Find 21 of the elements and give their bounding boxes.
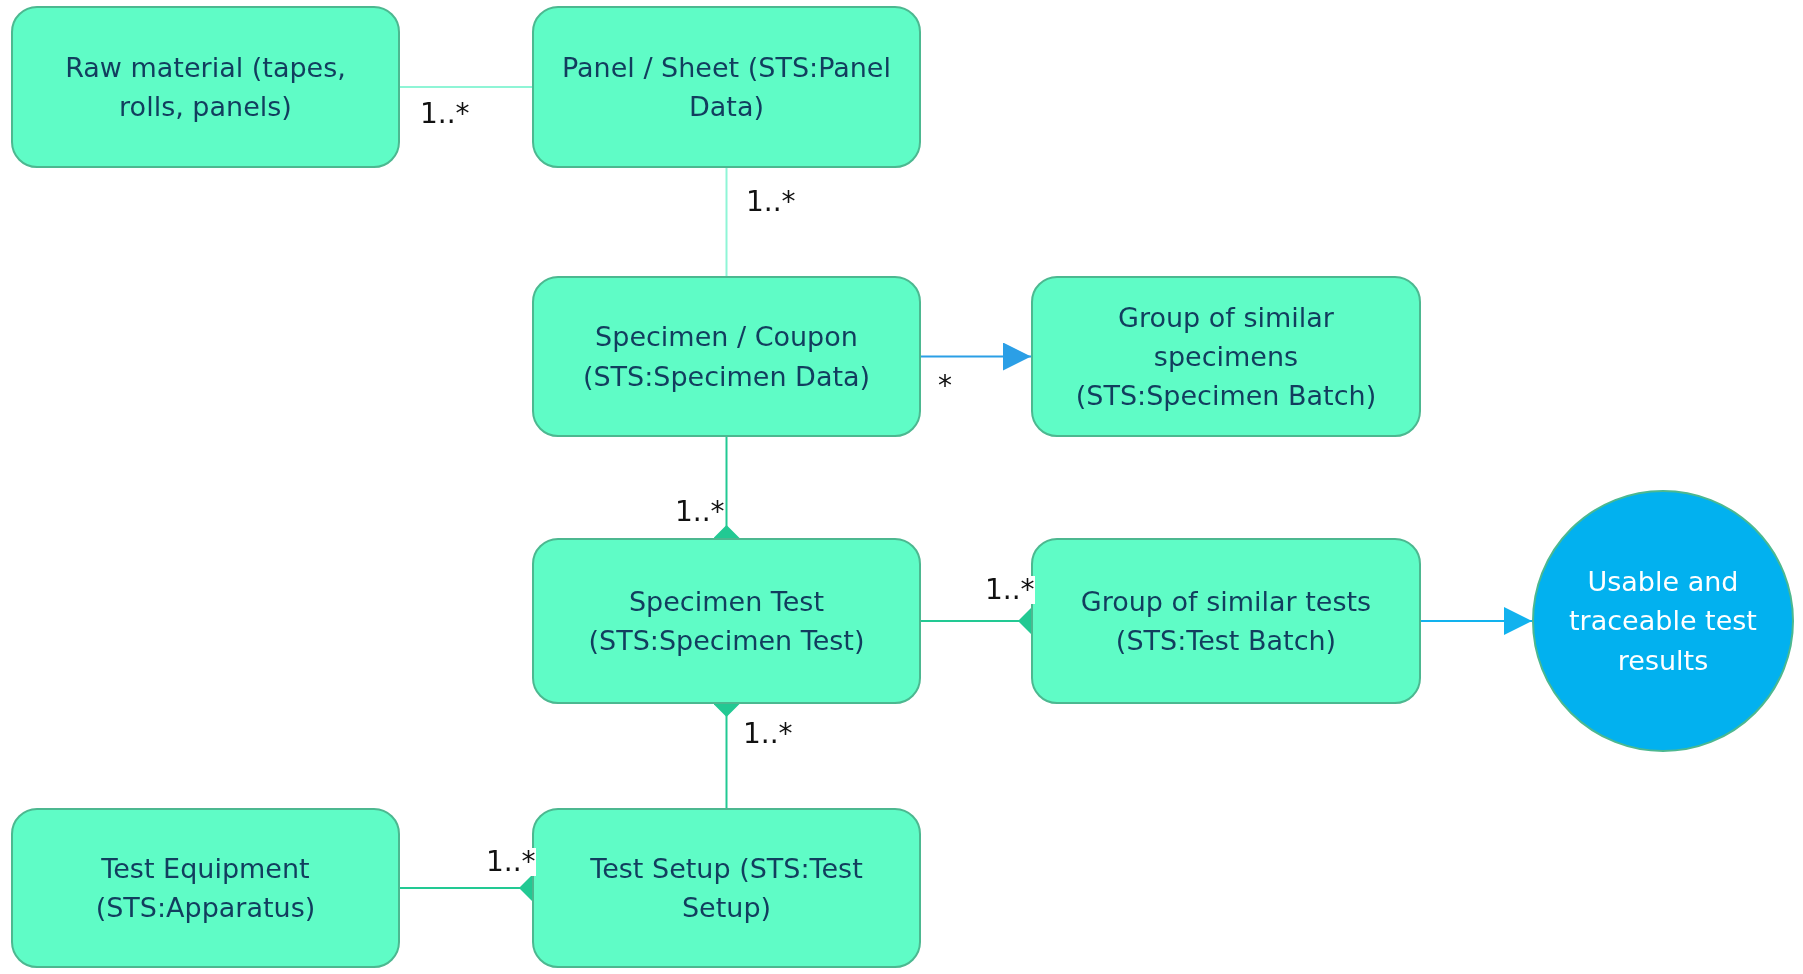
node-text: Group of similar specimens (STS:Specimen Batch) [1074, 300, 1378, 414]
connector [920, 342, 1032, 371]
node-text: Test Equipment (STS:Apparatus) [94, 851, 317, 925]
class-box [11, 6, 400, 168]
node-text: Group of similar tests (STS:Test Batch) [1079, 584, 1373, 658]
node-text: Panel / Sheet (STS:Panel Data) [561, 50, 892, 124]
class-box [1031, 276, 1421, 437]
connector [399, 86, 533, 88]
connector [725, 167, 728, 277]
multiplicity-label: 1..* [486, 848, 536, 876]
connector [1420, 607, 1533, 635]
node-text: Raw material (tapes, rolls, panels) [64, 50, 347, 124]
node-text: Specimen / Coupon (STS:Specimen Data) [581, 320, 872, 394]
class-box [532, 276, 921, 437]
class-box [11, 808, 400, 968]
node-text: Test Setup (STS:Test Setup) [589, 851, 864, 925]
class-box [532, 538, 921, 704]
node-text: Specimen Test (STS:Specimen Test) [587, 584, 866, 658]
class-box [532, 6, 921, 168]
multiplicity-label: 1..* [985, 576, 1035, 604]
node-text: Usable and traceable test results [1568, 565, 1758, 678]
